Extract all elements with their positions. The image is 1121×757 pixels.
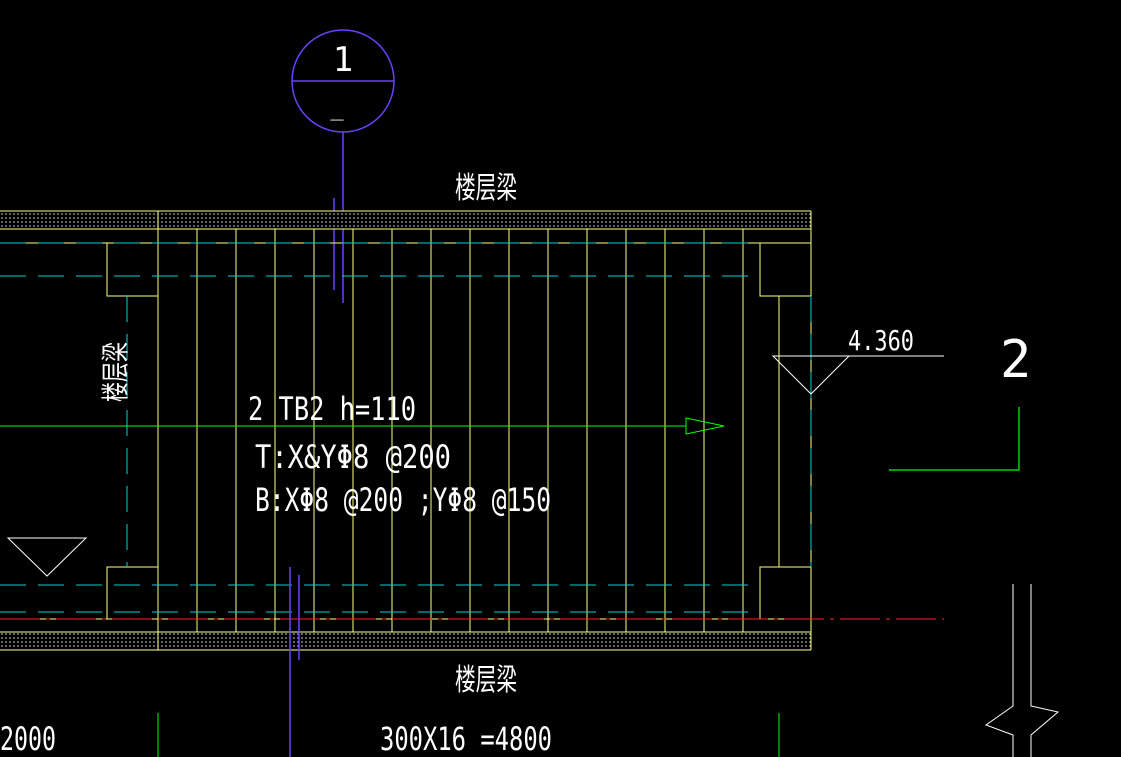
beam-label-left: 楼层梁 <box>99 342 132 402</box>
slab-id-label: 2 TB2 h=110 <box>248 390 416 428</box>
dimension-left: 2000 <box>0 720 56 757</box>
dimension-center: 300X16 =4800 <box>380 720 552 757</box>
break-line <box>984 584 1060 757</box>
dimension-ticks <box>157 713 780 757</box>
stair-direction-arrow[interactable] <box>0 417 725 435</box>
lower-axis-lines <box>289 567 300 757</box>
elevation-value: 4.360 <box>848 324 914 357</box>
section-mark[interactable]: 2 <box>889 330 1031 471</box>
bottom-floor-beam[interactable] <box>0 631 811 651</box>
top-floor-beam[interactable] <box>0 210 811 230</box>
left-elevation-triangle[interactable] <box>6 537 88 577</box>
beam-label-bottom: 楼层梁 <box>455 663 517 698</box>
beam-label-top: 楼层梁 <box>455 171 517 206</box>
stair-outline[interactable] <box>0 211 812 650</box>
axis-bubble-number: 1 <box>333 40 353 80</box>
elevation-mark[interactable]: 4.360 <box>771 324 944 395</box>
rebar-bottom-label: B:XΦ8 @200 ;YΦ8 @150 <box>255 481 551 519</box>
hidden-lines <box>0 242 812 613</box>
axis-bubble[interactable]: 1 _ <box>291 29 395 303</box>
rebar-top-label: T:X&YΦ8 @200 <box>255 438 451 476</box>
section-number: 2 <box>1000 330 1031 390</box>
axis-bubble-sub: _ <box>330 96 344 121</box>
